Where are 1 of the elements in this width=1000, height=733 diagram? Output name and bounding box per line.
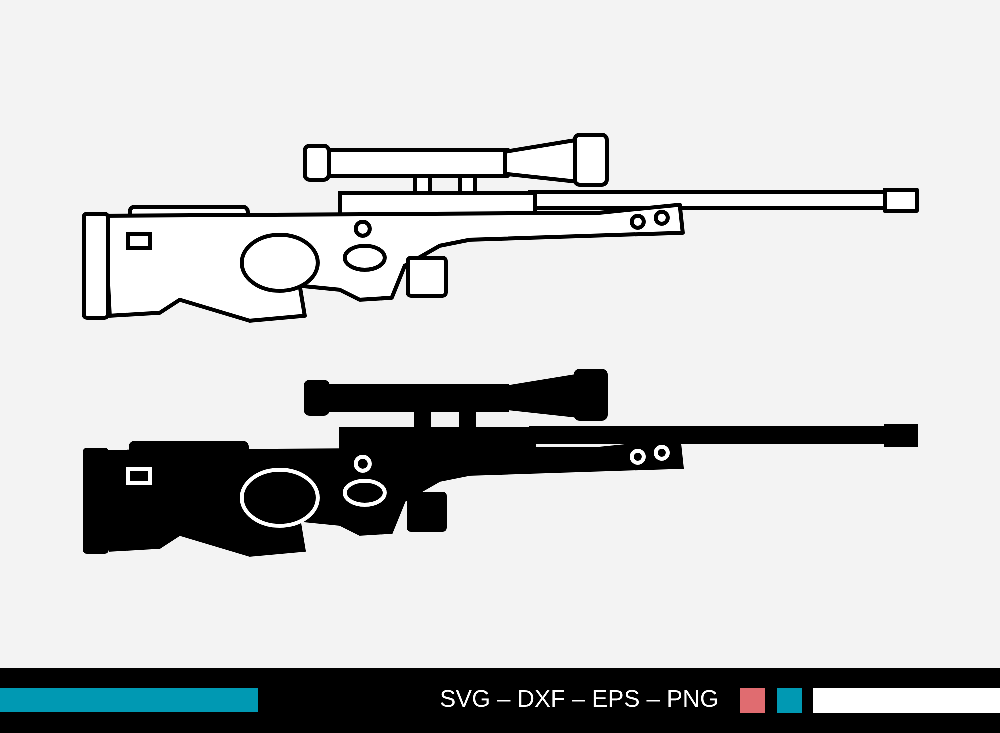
file-formats-text: SVG – DXF – EPS – PNG [440, 686, 719, 714]
